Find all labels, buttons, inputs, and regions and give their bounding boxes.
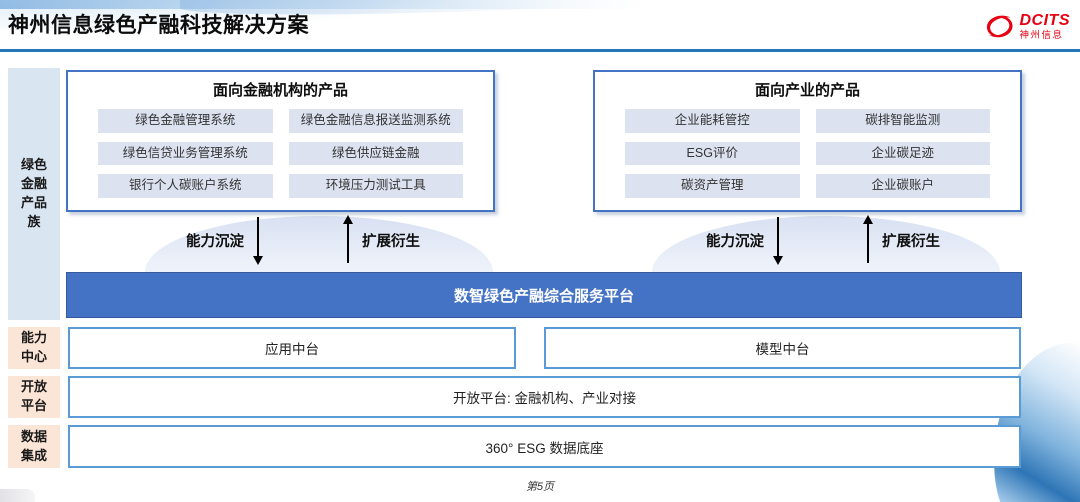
product-item: ESG评价 bbox=[625, 141, 800, 166]
product-item: 环境压力测试工具 bbox=[288, 174, 463, 198]
product-grid-financial: 绿色金融管理系统 绿色金融信息报送监测系统 绿色信贷业务管理系统 绿色供应链金融… bbox=[68, 100, 493, 210]
product-item: 企业碳账户 bbox=[815, 174, 990, 198]
expand-derive-label: 扩展衍生 bbox=[882, 233, 940, 250]
product-box-industry: 面向产业的产品 企业能耗管控 碳排智能监测 ESG评价 企业碳足迹 碳资产管理 … bbox=[593, 70, 1022, 212]
logo-text: DCITS 神州信息 bbox=[1020, 13, 1071, 41]
open-platform-box: 开放平台: 金融机构、产业对接 bbox=[68, 376, 1021, 418]
up-arrow-icon bbox=[343, 215, 353, 263]
capability-sink-group-left: 能力沉淀 bbox=[186, 215, 263, 265]
top-swoosh-band bbox=[0, 0, 1080, 9]
model-middle-platform-box: 模型中台 bbox=[544, 327, 1021, 369]
expand-derive-group-right: 扩展衍生 bbox=[863, 215, 940, 265]
logo-brand-cn-text: 神州信息 bbox=[1019, 30, 1064, 42]
capability-sink-label: 能力沉淀 bbox=[186, 233, 244, 250]
product-item: 绿色金融信息报送监测系统 bbox=[288, 109, 463, 133]
product-item: 碳资产管理 bbox=[625, 174, 800, 198]
product-item: 绿色信贷业务管理系统 bbox=[98, 141, 273, 166]
logo-brand-text: DCITS bbox=[1019, 12, 1070, 30]
platform-bar: 数智绿色产融综合服务平台 bbox=[66, 272, 1022, 318]
app-middle-platform-box: 应用中台 bbox=[68, 327, 516, 369]
rail-product-family: 绿色 金融 产品 族 bbox=[8, 68, 60, 320]
product-box-financial: 面向金融机构的产品 绿色金融管理系统 绿色金融信息报送监测系统 绿色信贷业务管理… bbox=[66, 70, 495, 212]
up-arrow-icon bbox=[863, 215, 873, 263]
dome-decoration-right bbox=[652, 216, 1000, 272]
expand-derive-group-left: 扩展衍生 bbox=[343, 215, 420, 265]
slide-title: 神州信息绿色产融科技解决方案 bbox=[8, 14, 309, 37]
page-number: 第5页 bbox=[525, 481, 555, 493]
dcits-logo: DCITS 神州信息 bbox=[981, 11, 1071, 43]
product-box-industry-title: 面向产业的产品 bbox=[754, 82, 860, 99]
down-arrow-icon bbox=[773, 217, 783, 265]
capability-sink-group-right: 能力沉淀 bbox=[706, 215, 783, 265]
rail-capability-center: 能力 中心 bbox=[8, 327, 60, 369]
expand-derive-label: 扩展衍生 bbox=[362, 233, 420, 250]
header-divider-line bbox=[0, 49, 1080, 52]
bottom-left-corner-decoration bbox=[0, 489, 35, 502]
product-item: 碳排智能监测 bbox=[815, 109, 990, 133]
down-arrow-icon bbox=[253, 217, 263, 265]
product-item: 企业能耗管控 bbox=[625, 109, 800, 133]
esg-data-base-box: 360° ESG 数据底座 bbox=[68, 425, 1021, 468]
product-item: 绿色金融管理系统 bbox=[98, 109, 273, 133]
product-item: 绿色供应链金融 bbox=[288, 141, 463, 166]
product-grid-industry: 企业能耗管控 碳排智能监测 ESG评价 企业碳足迹 碳资产管理 企业碳账户 bbox=[595, 100, 1020, 210]
rail-open-platform: 开放 平台 bbox=[8, 376, 60, 418]
product-item: 企业碳足迹 bbox=[815, 141, 990, 166]
capability-sink-label: 能力沉淀 bbox=[706, 233, 764, 250]
logo-swirl-icon bbox=[986, 15, 1013, 38]
product-box-financial-title: 面向金融机构的产品 bbox=[212, 82, 348, 99]
product-item: 银行个人碳账户系统 bbox=[98, 174, 273, 198]
rail-data-integration: 数据 集成 bbox=[8, 425, 60, 468]
